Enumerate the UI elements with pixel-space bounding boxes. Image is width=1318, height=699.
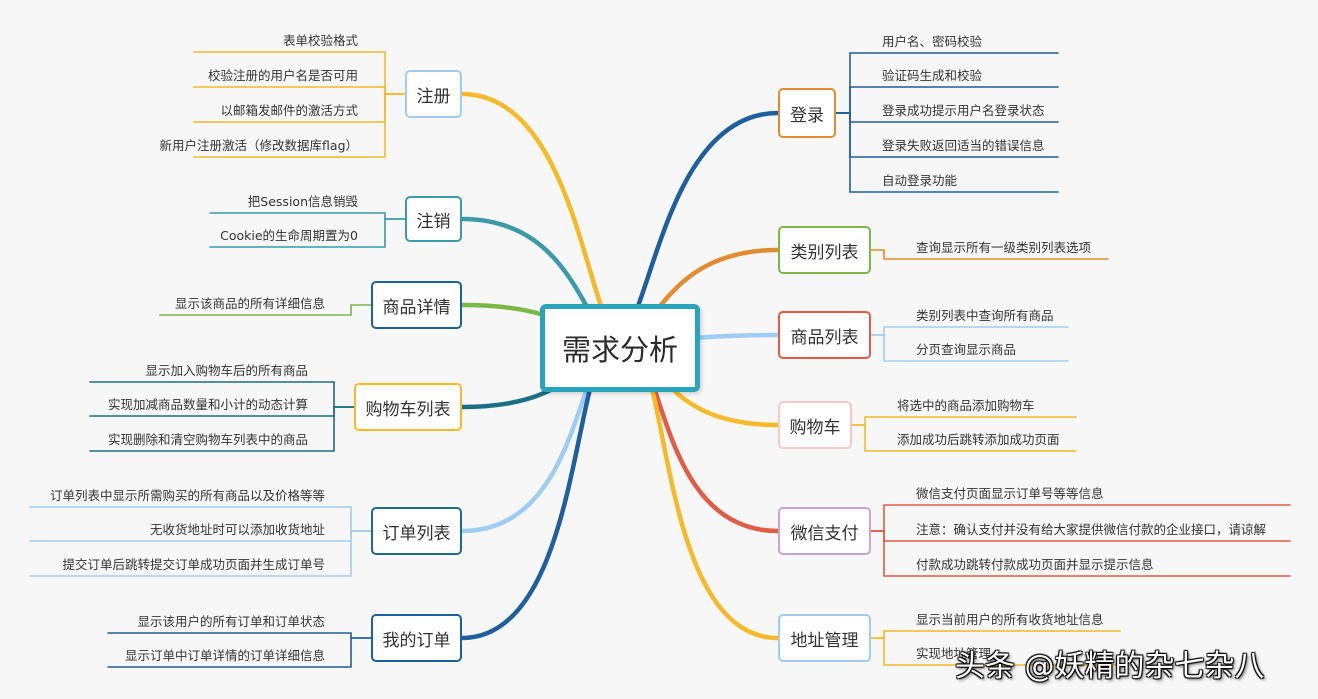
leaf-connector [193, 86, 406, 95]
leaf-connector [851, 416, 1077, 426]
topic-right-4[interactable]: 微信支付 [778, 507, 871, 555]
subtopic-right-4-1[interactable]: 注意：确认支付并没有给大家提供微信付款的企业接口，请谅解 [916, 522, 1267, 537]
subtopic-left-4-1[interactable]: 无收货地址时可以添加收货地址 [149, 522, 325, 537]
subtopic-left-0-3[interactable]: 新用户注册激活（修改数据库flag） [159, 138, 358, 153]
leaf-connector [29, 530, 372, 577]
central-topic[interactable]: 需求分析 [540, 304, 700, 392]
subtopic-right-3-1[interactable]: 添加成功后跳转添加成功页面 [897, 432, 1060, 447]
subtopic-left-1-0[interactable]: 把Session信息销毁 [247, 194, 358, 209]
subtopic-right-5-1[interactable]: 实现地址管理 [916, 646, 992, 661]
leaf-connector [89, 406, 355, 452]
subtopic-left-3-0[interactable]: 显示加入购物车后的所有商品 [145, 363, 308, 378]
leaf-connector [870, 530, 1291, 577]
topic-left-4[interactable]: 订单列表 [371, 507, 462, 555]
subtopic-left-5-0[interactable]: 显示该用户的所有订单和订单状态 [137, 614, 325, 629]
subtopic-right-4-2[interactable]: 付款成功跳转付款成功页面并显示提示信息 [916, 557, 1154, 572]
topic-left-2[interactable]: 商品详情 [371, 281, 462, 329]
topic-left-3[interactable]: 购物车列表 [354, 383, 462, 431]
leaf-connector [193, 93, 406, 158]
subtopic-left-0-0[interactable]: 表单校验格式 [282, 33, 358, 48]
subtopic-right-5-0[interactable]: 显示当前用户的所有收货地址信息 [916, 612, 1104, 627]
subtopic-right-0-3[interactable]: 登录失败返回适当的错误信息 [882, 138, 1045, 153]
topic-right-0[interactable]: 登录 [778, 88, 836, 138]
leaf-connector [209, 218, 406, 248]
subtopic-right-4-0[interactable]: 微信支付页面显示订单号等等信息 [916, 486, 1104, 501]
leaf-connector [870, 249, 1109, 260]
subtopic-right-2-0[interactable]: 类别列表中查询所有商品 [916, 308, 1054, 323]
leaf-connector [851, 424, 1077, 452]
subtopic-left-4-0[interactable]: 订单列表中显示所需购买的所有商品以及价格等等 [49, 488, 325, 503]
leaf-connector [159, 304, 372, 316]
subtopic-right-3-0[interactable]: 将选中的商品添加购物车 [897, 398, 1035, 413]
subtopic-left-0-1[interactable]: 校验注册的用户名是否可用 [207, 68, 358, 83]
leaf-connector [870, 334, 1069, 362]
leaf-connector [870, 630, 1121, 639]
leaf-connector [835, 112, 1059, 193]
subtopic-left-2-0[interactable]: 显示该商品的所有详细信息 [174, 296, 325, 311]
topic-right-5[interactable]: 地址管理 [778, 614, 871, 662]
watermark: 头条 @妖精的杂七杂八 [955, 649, 1265, 684]
leaf-connector [107, 632, 372, 639]
subtopic-left-4-2[interactable]: 提交订单后跳转提交订单成功页面并生成订单号 [62, 557, 325, 572]
subtopic-right-1-0[interactable]: 查询显示所有一级类别列表选项 [916, 240, 1092, 255]
leaf-connector [209, 212, 406, 220]
topic-right-2[interactable]: 商品列表 [778, 311, 871, 359]
subtopic-left-1-1[interactable]: Cookie的生命周期置为0 [220, 228, 358, 243]
leaf-connector [870, 326, 1069, 336]
subtopic-left-0-2[interactable]: 以邮箱发邮件的激活方式 [220, 103, 358, 118]
leaf-connector [870, 637, 1121, 666]
subtopic-right-2-1[interactable]: 分页查询显示商品 [916, 342, 1017, 357]
topic-right-3[interactable]: 购物车 [778, 401, 852, 449]
topic-left-0[interactable]: 注册 [405, 70, 462, 118]
topic-left-1[interactable]: 注销 [405, 196, 462, 242]
subtopic-left-5-1[interactable]: 显示订单中订单详情的订单详细信息 [124, 648, 325, 663]
subtopic-right-0-0[interactable]: 用户名、密码校验 [882, 34, 983, 49]
subtopic-right-0-4[interactable]: 自动登录功能 [882, 173, 958, 188]
topic-left-5[interactable]: 我的订单 [371, 614, 462, 662]
subtopic-right-0-1[interactable]: 验证码生成和校验 [882, 68, 983, 83]
topic-right-1[interactable]: 类别列表 [778, 226, 871, 274]
subtopic-right-0-2[interactable]: 登录成功提示用户名登录状态 [882, 103, 1045, 118]
subtopic-left-3-2[interactable]: 实现删除和清空购物车列表中的商品 [107, 432, 308, 447]
leaf-connector [107, 637, 372, 668]
subtopic-left-3-1[interactable]: 实现加减商品数量和小计的动态计算 [107, 397, 308, 412]
